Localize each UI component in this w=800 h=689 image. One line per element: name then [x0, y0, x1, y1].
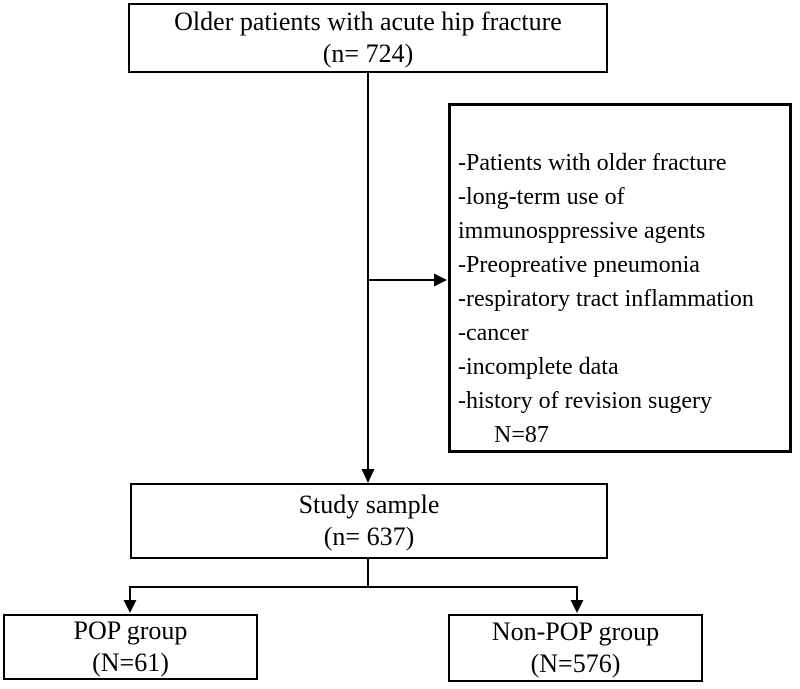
box-older-patients: Older patients with acute hip fracture (…: [128, 3, 608, 73]
exclusion-total-count: N=87: [494, 422, 549, 448]
exclusion-criterion: -Patients with older fracture: [458, 150, 727, 176]
exclusion-criterion: -incomplete data: [458, 354, 619, 380]
exclusion-criterion: -respiratory tract inflammation: [458, 286, 754, 312]
box-pop-group-line1: POP group: [73, 616, 188, 645]
arrowhead-down-study: [361, 469, 375, 483]
box-study-sample-count: (n= 637): [323, 522, 415, 551]
box-pop-group: POP group (N=61): [3, 614, 258, 680]
box-nonpop-group: Non-POP group (N=576): [448, 614, 703, 682]
exclusion-criterion: -history of revision sugery: [458, 388, 712, 414]
exclusion-criterion: immunosppressive agents: [458, 218, 706, 244]
exclusion-criterion: -cancer: [458, 320, 529, 346]
exclusion-criterion: -Preopreative pneumonia: [458, 252, 700, 278]
box-study-sample-line1: Study sample: [298, 490, 440, 519]
exclusion-criterion: -long-term use of: [458, 184, 625, 210]
arrowhead-down-nonpop: [570, 600, 584, 613]
arrowhead-right-exclusion: [434, 273, 447, 287]
box-nonpop-group-line1: Non-POP group: [491, 617, 660, 646]
arrowhead-down-pop: [123, 600, 137, 613]
box-pop-group-count: (N=61): [92, 648, 169, 677]
box-exclusion-criteria: -Patients with older fracture -long-term…: [448, 103, 792, 453]
box-older-patients-count: (n= 724): [322, 39, 414, 68]
box-study-sample: Study sample (n= 637): [130, 483, 608, 559]
box-older-patients-line1: Older patients with acute hip fracture: [174, 7, 562, 36]
box-nonpop-group-count: (N=576): [530, 649, 621, 678]
